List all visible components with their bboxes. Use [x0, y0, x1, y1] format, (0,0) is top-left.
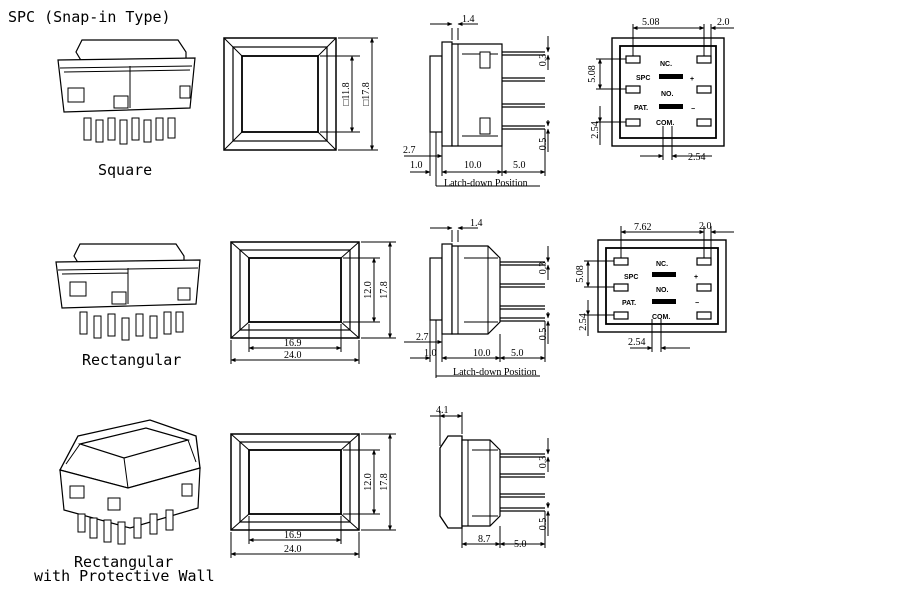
caption-square: Square [98, 161, 152, 179]
dim-side-body: 10.0 [473, 348, 491, 359]
iso-sketch-square [57, 39, 196, 145]
dim-front-inner-h: □11.8 [341, 82, 352, 105]
dim-front-outer-w: 24.0 [284, 350, 302, 361]
dim-side-body: 8.7 [478, 534, 491, 545]
pin-label-pat: PAT. [634, 105, 648, 112]
latch-down-note: Latch-down Position [453, 367, 537, 378]
iso-sketch-rectangular [55, 243, 201, 341]
dim-side-pitch: 0.3 [538, 456, 549, 469]
side-view-protective-wall: 4.1 0.3 0.5 8.7 5.0 [430, 405, 550, 550]
dim-side-pitch: 0.3 [538, 262, 549, 275]
dim-pins-top-pitch: 5.08 [642, 17, 660, 28]
pin-label-spc: SPC [624, 274, 638, 281]
dim-front-outer-w: 24.0 [284, 544, 302, 555]
dim-pins-top-right: 2.0 [717, 17, 730, 28]
dim-side-left-a: 2.7 [403, 145, 416, 156]
minus-symbol: − [691, 106, 695, 113]
dim-front-outer-h: 17.8 [379, 473, 390, 491]
dim-side-top: 1.4 [470, 218, 483, 229]
pin-label-no: NO. [661, 91, 674, 98]
pin-label-no: NO. [656, 287, 669, 294]
dim-side-left-a: 2.7 [416, 332, 429, 343]
caption-rectangular: Rectangular [82, 351, 181, 369]
dim-pins-left-low: 2.54 [578, 313, 589, 331]
dim-front-inner-h: 12.0 [363, 473, 374, 491]
side-view-square: 1.4 0.3 0.5 2.7 1.0 10.0 5.0 Latch-down … [403, 14, 550, 189]
pin-view-square: NC. SPC NO. PAT. COM. + − 5.08 2.0 5.08 … [587, 17, 734, 163]
dim-side-gap: 0.5 [538, 328, 549, 341]
dim-front-outer-h: 17.8 [379, 281, 390, 299]
dim-pins-top-pitch: 7.62 [634, 222, 652, 233]
dim-side-pin: 5.0 [511, 348, 524, 359]
dim-side-pin: 5.0 [513, 160, 526, 171]
dim-side-left-b: 1.0 [410, 160, 423, 171]
page-title: SPC (Snap-in Type) [8, 8, 171, 26]
dim-pins-left-pitch: 5.08 [587, 65, 598, 83]
dim-pins-left-low: 2.54 [590, 121, 601, 139]
row-square: Square □11.8 □17.8 1.4 [57, 14, 734, 189]
dim-side-pitch: 0.3 [538, 54, 549, 67]
dim-side-top: 1.4 [462, 14, 475, 25]
pin-label-com: COM. [652, 314, 670, 321]
pin-view-rectangular: NC. SPC NO. PAT. COM. + − 7.62 2.0 5.08 … [575, 221, 734, 352]
plus-symbol: + [690, 76, 694, 83]
iso-sketch-protective-wall [59, 419, 201, 545]
pin-label-spc: SPC [636, 75, 650, 82]
dim-side-body: 10.0 [464, 160, 482, 171]
front-view-protective-wall: 12.0 17.8 16.9 24.0 [230, 433, 396, 558]
dim-side-top: 4.1 [436, 405, 449, 416]
dim-front-outer-h: □17.8 [361, 82, 372, 106]
dim-side-gap: 0.5 [538, 138, 549, 151]
row-protective-wall: Rectangular with Protective Wall 12.0 17… [34, 405, 550, 585]
dim-side-gap: 0.5 [538, 518, 549, 531]
pin-label-nc: NC. [660, 61, 672, 68]
dim-pins-left-pitch: 5.08 [575, 265, 586, 283]
dim-pins-bottom: 2.54 [628, 337, 646, 348]
dim-side-left-b: 1.0 [424, 348, 437, 359]
dim-pins-bottom: 2.54 [688, 152, 706, 163]
dim-front-inner-w: 16.9 [284, 338, 302, 349]
pin-label-com: COM. [656, 120, 674, 127]
latch-down-note: Latch-down Position [444, 178, 528, 189]
side-view-rectangular: 1.4 0.3 0.5 2.7 1.0 10.0 5.0 Latch-down … [404, 218, 550, 378]
front-view-rectangular: 12.0 17.8 16.9 24.0 [230, 241, 396, 364]
front-view-square: □11.8 □17.8 [223, 37, 378, 151]
pin-label-nc: NC. [656, 261, 668, 268]
row-rectangular: Rectangular 12.0 17.8 16.9 24.0 [55, 218, 734, 378]
caption-protective-wall-line2: with Protective Wall [34, 567, 215, 585]
dim-side-pin: 5.0 [514, 539, 527, 550]
caption-protective-wall-line1: Rectangular [74, 553, 173, 571]
minus-symbol: − [695, 300, 699, 307]
dim-front-inner-w: 16.9 [284, 530, 302, 541]
plus-symbol: + [694, 274, 698, 281]
dim-front-inner-h: 12.0 [363, 281, 374, 299]
dim-pins-top-right: 2.0 [699, 221, 712, 232]
pin-label-pat: PAT. [622, 300, 636, 307]
